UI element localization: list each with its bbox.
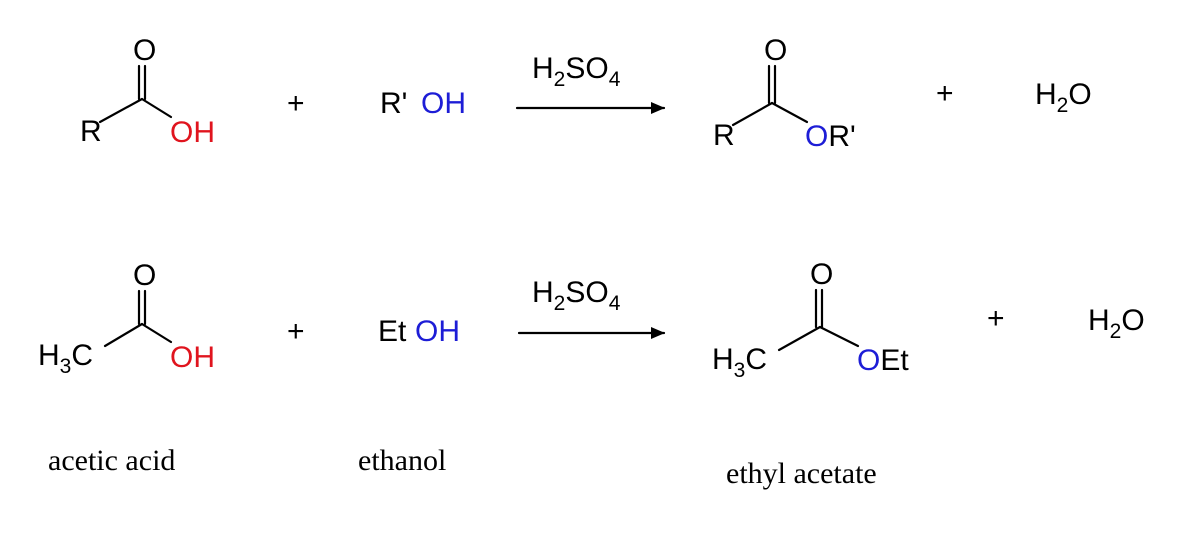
ester-c-o-bond [818, 325, 860, 348]
plus-sign: + [936, 77, 954, 110]
ester-structure: O R OR' [713, 34, 856, 153]
acid-carbonyl-oxygen: O [133, 34, 156, 67]
caption-ethyl-acetate: ethyl acetate [726, 457, 877, 490]
alcohol-ethyl: Et [378, 315, 407, 348]
acid-methyl-group: H3C [38, 339, 93, 378]
alcohol-hydroxyl: OH [415, 315, 460, 348]
svg-text:H2SO4: H2SO4 [532, 276, 621, 315]
catalyst-label: H2SO4 [532, 276, 621, 315]
ethyl-acetate-structure: O H3C OEt [712, 258, 909, 382]
ester-carbonyl-oxygen: O [764, 34, 787, 67]
alcohol-hydroxyl: OH [421, 87, 466, 120]
ester-alkoxy: OR' [805, 120, 856, 153]
ethanol-formula: Et OH [378, 315, 460, 348]
alcohol-r-group: R' [380, 87, 407, 120]
ester-c-o-bond [770, 101, 809, 124]
acid-carbonyl-oxygen: O [133, 259, 156, 292]
plus-sign: + [287, 315, 305, 348]
water-formula: H2O [1088, 304, 1145, 343]
ester-c-c-bond [777, 325, 822, 352]
acid-c-oh-bond [140, 322, 173, 344]
acid-hydroxyl: OH [170, 116, 215, 149]
general-reaction: O R OH + R' OH H2SO4 O R OR' [80, 34, 1092, 153]
acid-r-c-bond [98, 97, 144, 124]
carboxylic-acid-structure: O R OH [80, 34, 215, 149]
acid-hydroxyl: OH [170, 341, 215, 374]
ester-carbonyl-oxygen: O [810, 258, 833, 291]
catalyst-label: H2SO4 [532, 52, 621, 91]
acid-c-c-bond [103, 322, 144, 348]
ester-r-c-bond [731, 101, 774, 127]
compound-captions: acetic acid ethanol ethyl acetate [48, 444, 877, 490]
alcohol-formula: R' OH [380, 87, 466, 120]
acetic-acid-structure: O H3C OH [38, 259, 215, 378]
plus-sign: + [287, 87, 305, 120]
ester-ethoxy: OEt [857, 344, 909, 377]
caption-ethanol: ethanol [358, 444, 446, 477]
caption-acetic-acid: acetic acid [48, 444, 175, 477]
plus-sign: + [987, 302, 1005, 335]
svg-text:H2SO4: H2SO4 [532, 52, 621, 91]
acid-c-oh-bond [140, 97, 173, 119]
ester-r-group: R [713, 119, 735, 152]
specific-reaction: O H3C OH + Et OH H2SO4 O H3C OEt [38, 258, 1145, 382]
ester-methyl-group: H3C [712, 343, 767, 382]
water-formula: H2O [1035, 78, 1092, 117]
acid-r-group: R [80, 115, 102, 148]
